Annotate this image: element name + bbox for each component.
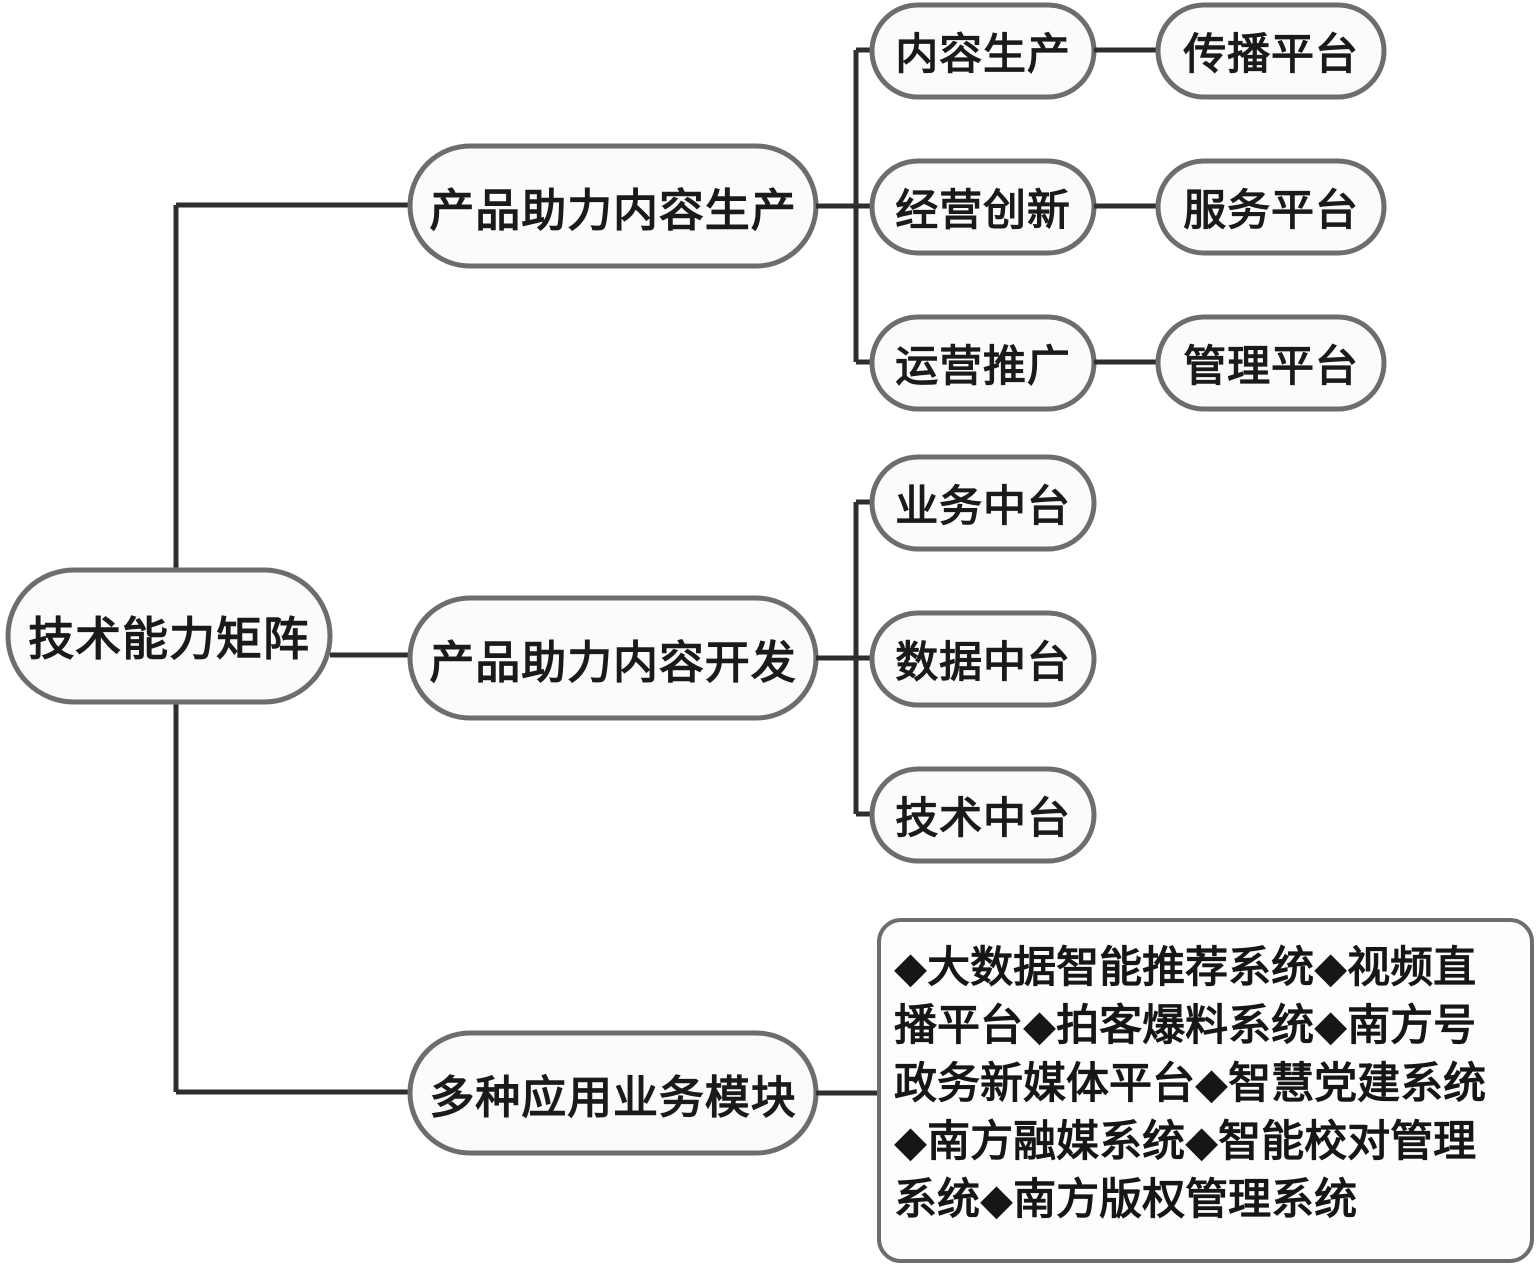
root-node[interactable] bbox=[5, 567, 333, 705]
branch2-child-connectors bbox=[816, 499, 872, 817]
branch-application-modules-shape bbox=[407, 1030, 819, 1156]
node-management-platform-shape bbox=[1155, 314, 1387, 412]
node-data-midplatform-shape bbox=[869, 610, 1097, 708]
node-business-innovation-shape bbox=[869, 158, 1097, 256]
node-service-platform[interactable] bbox=[1155, 158, 1387, 256]
node-management-platform[interactable] bbox=[1155, 314, 1387, 412]
branch-application-modules-node[interactable] bbox=[407, 1030, 819, 1156]
node-content-production-shape bbox=[869, 2, 1097, 100]
node-business-innovation[interactable] bbox=[869, 158, 1097, 256]
node-content-production[interactable] bbox=[869, 2, 1097, 100]
branch-content-development-shape bbox=[407, 595, 819, 721]
node-data-midplatform[interactable] bbox=[869, 610, 1097, 708]
branch-content-development-node[interactable] bbox=[407, 595, 819, 721]
detail-box-application-modules[interactable] bbox=[877, 918, 1534, 1263]
detail-box-shape bbox=[877, 918, 1534, 1263]
node-business-midplatform-shape bbox=[869, 454, 1097, 552]
node-operations-promotion[interactable] bbox=[869, 314, 1097, 412]
level3-to-level4-connectors bbox=[1094, 47, 1158, 365]
branch-content-production-shape bbox=[407, 143, 819, 269]
node-business-midplatform[interactable] bbox=[869, 454, 1097, 552]
root-node-shape bbox=[5, 567, 333, 705]
node-tech-midplatform-shape bbox=[869, 766, 1097, 864]
node-distribution-platform[interactable] bbox=[1155, 2, 1387, 100]
node-operations-promotion-shape bbox=[869, 314, 1097, 412]
node-service-platform-shape bbox=[1155, 158, 1387, 256]
branch1-child-connectors bbox=[816, 47, 872, 365]
node-tech-midplatform[interactable] bbox=[869, 766, 1097, 864]
branch-content-production-node[interactable] bbox=[407, 143, 819, 269]
node-distribution-platform-shape bbox=[1155, 2, 1387, 100]
